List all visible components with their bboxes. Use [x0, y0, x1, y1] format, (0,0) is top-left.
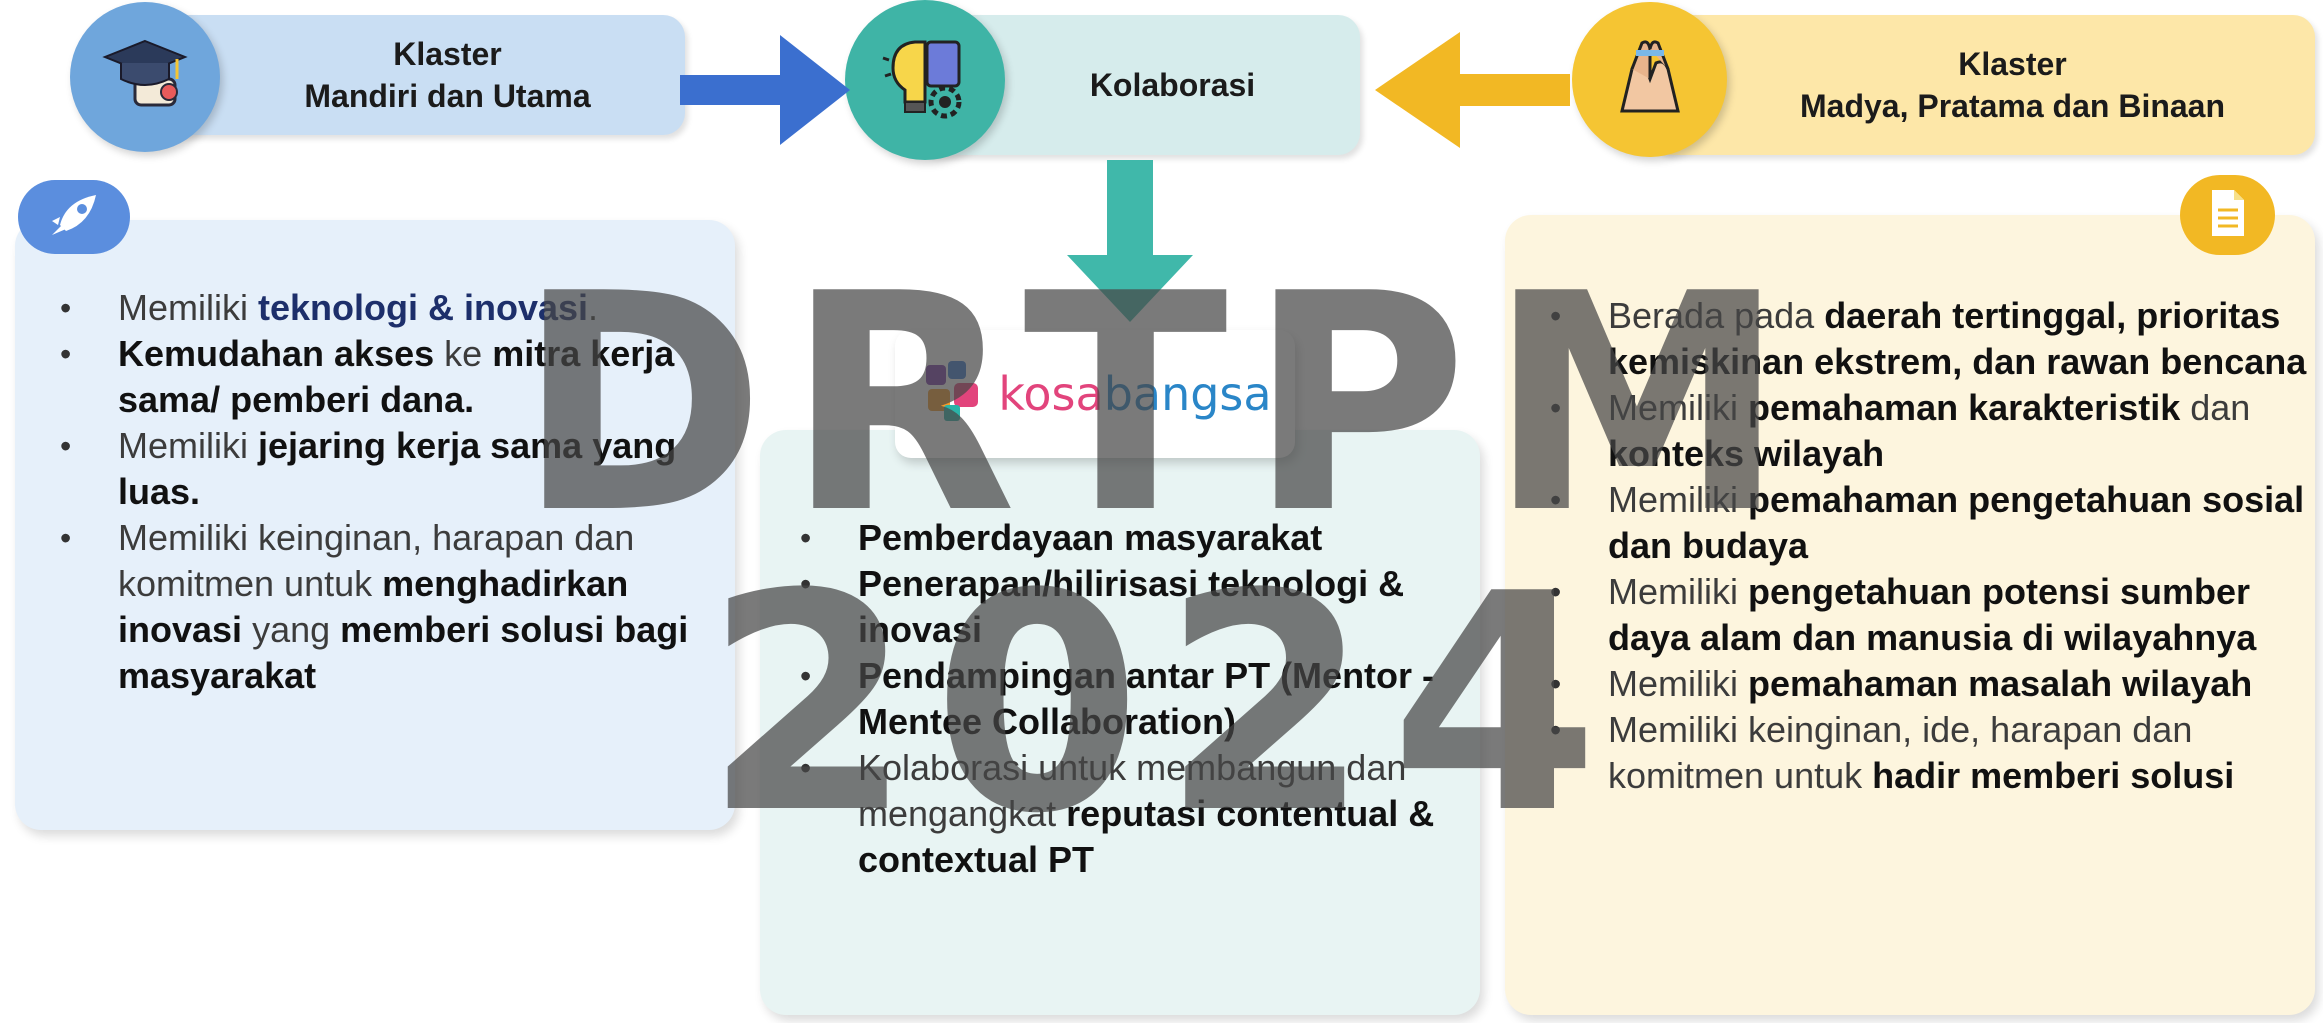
list-item: Kemudahan akses ke mitra kerja sama/ pem… [40, 331, 720, 423]
left-cluster-header: Klaster Mandiri dan Utama [150, 15, 685, 135]
document-icon [2208, 188, 2248, 243]
right-panel-list: Berada pada daerah tertinggal, prioritas… [1530, 293, 2310, 799]
right-header-line2: Madya, Pratama dan Binaan [1799, 88, 2226, 124]
list-item: Memiliki pemahaman masalah wilayah [1530, 661, 2310, 707]
center-header-label: Kolaborasi [1089, 67, 1256, 103]
list-item: Memiliki pemahaman pengetahuan sosial da… [1530, 477, 2310, 569]
list-item: Memiliki pemahaman karakteristik dan kon… [1530, 385, 2310, 477]
teal-arrow-down [1067, 160, 1193, 322]
yellow-arrow-left [1375, 32, 1570, 148]
right-panel-badge [2180, 175, 2275, 255]
logo-text-bangsa: bangsa [1103, 367, 1272, 421]
list-item: Berada pada daerah tertinggal, prioritas… [1530, 293, 2310, 385]
logo-text-kosa: kosa [998, 367, 1104, 421]
list-item: Memiliki jejaring kerja sama yang luas. [40, 423, 720, 515]
left-panel-list: Memiliki teknologi & inovasi. Kemudahan … [40, 285, 720, 699]
list-item: Memiliki teknologi & inovasi. [40, 285, 720, 331]
lightbulb-gear-icon [875, 28, 975, 133]
blue-arrow-right [680, 35, 850, 145]
list-item: Penerapan/hilirisasi teknologi & inovasi [780, 561, 1470, 653]
list-item: Kolaborasi untuk membangun dan mengangka… [780, 745, 1470, 883]
list-item: Memiliki keinginan, harapan dan komitmen… [40, 515, 720, 699]
left-header-circle [70, 2, 220, 152]
list-item: Pendampingan antar PT (Mentor - Mentee C… [780, 653, 1470, 745]
graduation-cap-diploma-icon [97, 27, 193, 128]
left-panel-badge [18, 180, 130, 254]
list-item: Memiliki pengetahuan potensi sumber daya… [1530, 569, 2310, 661]
left-header-line1: Klaster [393, 36, 502, 72]
center-header-circle [845, 0, 1005, 160]
left-header-line2: Mandiri dan Utama [304, 78, 591, 114]
center-panel-list: Pemberdayaan masyarakat Penerapan/hiliri… [780, 515, 1470, 883]
rocket-icon [46, 191, 102, 244]
hands-together-icon [1602, 29, 1698, 130]
right-header-line1: Klaster [1958, 46, 2067, 82]
kosabangsa-logo-box: kosabangsa [895, 330, 1295, 458]
list-item: Pemberdayaan masyarakat [780, 515, 1470, 561]
kosabangsa-logo-icon [918, 357, 988, 432]
right-header-circle [1572, 2, 1727, 157]
list-item: Memiliki keinginan, ide, harapan dan kom… [1530, 707, 2310, 799]
right-cluster-header: Klaster Madya, Pratama dan Binaan [1650, 15, 2315, 155]
